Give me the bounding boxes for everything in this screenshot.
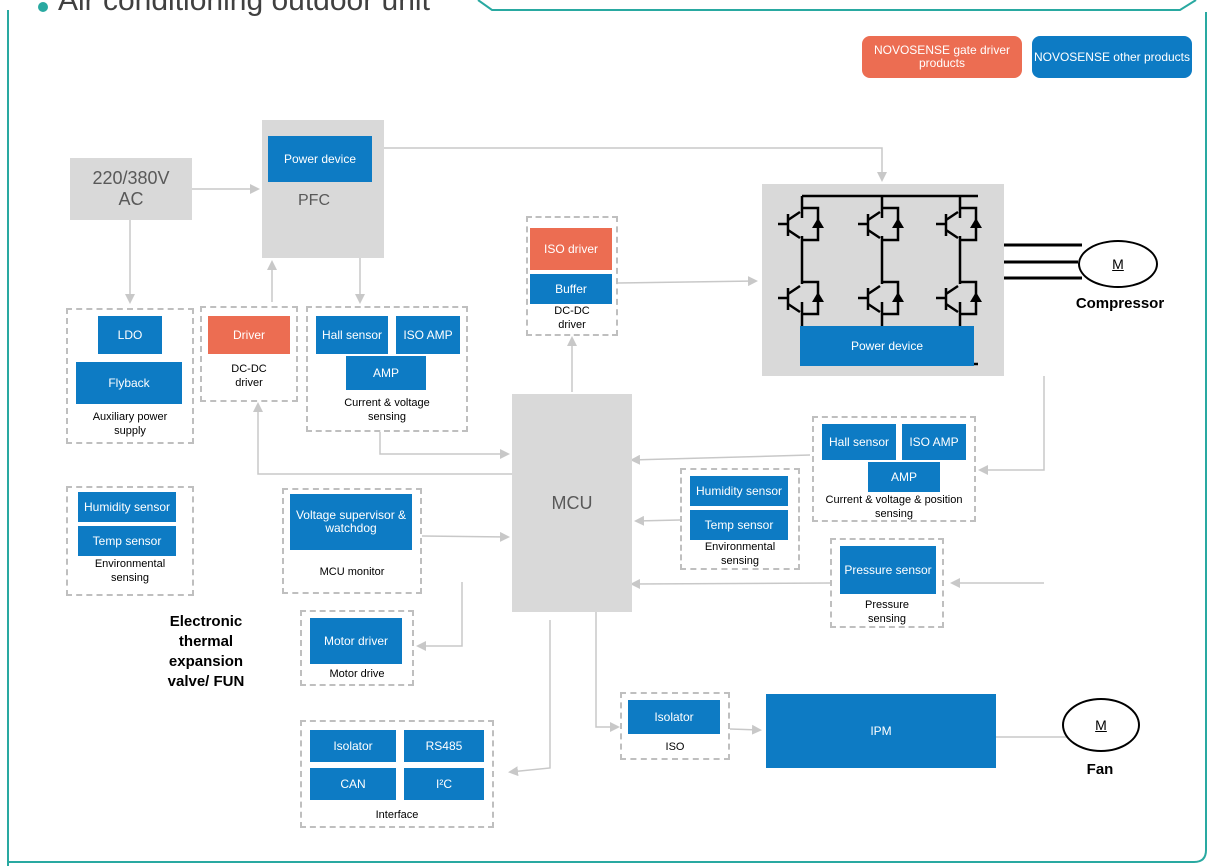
compressor-label: Compressor [1075, 295, 1165, 312]
interface-caption: Interface [375, 809, 419, 821]
fan-motor: M [1062, 698, 1140, 752]
fan-label: Fan [1086, 761, 1114, 778]
driver-chip: Driver [208, 316, 290, 354]
pfc-label: PFC [298, 192, 330, 209]
humidity-sensor-mid-chip: Humidity sensor [690, 476, 788, 506]
ipm-block: IPM [766, 694, 996, 768]
cvp-iso-amp-chip: ISO AMP [902, 424, 966, 460]
hall-sensor-chip: Hall sensor [316, 316, 388, 354]
motor-drive-caption: Motor drive [329, 668, 385, 680]
pressure-sensor-chip: Pressure sensor [840, 546, 936, 594]
env-sensing-left-caption: Environmental sensing [94, 558, 166, 584]
pressure-sensing-caption: Pressure sensing [864, 599, 910, 625]
cv-sensing-left-caption: Current & voltage sensing [344, 397, 430, 423]
inverter-power-device: Power device [800, 326, 974, 366]
motor-driver-chip: Motor driver [310, 618, 402, 664]
temp-sensor-left-chip: Temp sensor [78, 526, 176, 556]
iso-amp-chip: ISO AMP [396, 316, 460, 354]
pfc-power-device: Power device [268, 136, 372, 182]
dcdc-driver-left-caption: DC-DC driver [231, 363, 267, 389]
humidity-sensor-left-chip: Humidity sensor [78, 492, 176, 522]
ac-source-line2: AC [118, 189, 144, 209]
cvp-hall-sensor-chip: Hall sensor [822, 424, 896, 460]
iso-isolator-chip: Isolator [628, 700, 720, 734]
iso-driver-caption: DC-DC driver [554, 305, 590, 331]
legend-gate-driver: NOVOSENSE gate driver products [862, 36, 1022, 78]
mcu-block: MCU [512, 394, 632, 612]
cvp-sensing-caption: Current & voltage & position sensing [825, 494, 963, 520]
iso-caption: ISO [665, 741, 685, 753]
rs485-chip: RS485 [404, 730, 484, 762]
env-sensing-mid-caption: Environmental sensing [704, 541, 776, 567]
legend-other-products: NOVOSENSE other products [1032, 36, 1192, 78]
i2c-chip: I²C [404, 768, 484, 800]
can-chip: CAN [310, 768, 396, 800]
voltage-supervisor-chip: Voltage supervisor & watchdog [290, 494, 412, 550]
amp-chip: AMP [346, 356, 426, 390]
ldo-chip: LDO [98, 316, 162, 354]
cvp-amp-chip: AMP [868, 462, 940, 492]
temp-sensor-mid-chip: Temp sensor [690, 510, 788, 540]
ac-source-block: 220/380V AC [70, 158, 192, 220]
ac-source-line1: 220/380V [92, 168, 170, 188]
aux-supply-caption: Auxiliary power supply [92, 411, 168, 437]
mcu-monitor-caption: MCU monitor [319, 566, 385, 578]
interface-isolator-chip: Isolator [310, 730, 396, 762]
title-bullet-icon [38, 2, 48, 12]
eev-label: Electronic thermal expansion valve/ FUN [167, 613, 245, 690]
compressor-motor: M [1078, 240, 1158, 288]
page-title: Air conditioning outdoor unit [58, 0, 430, 17]
iso-driver-chip: ISO driver [530, 228, 612, 270]
buffer-chip: Buffer [530, 274, 612, 304]
flyback-chip: Flyback [76, 362, 182, 404]
